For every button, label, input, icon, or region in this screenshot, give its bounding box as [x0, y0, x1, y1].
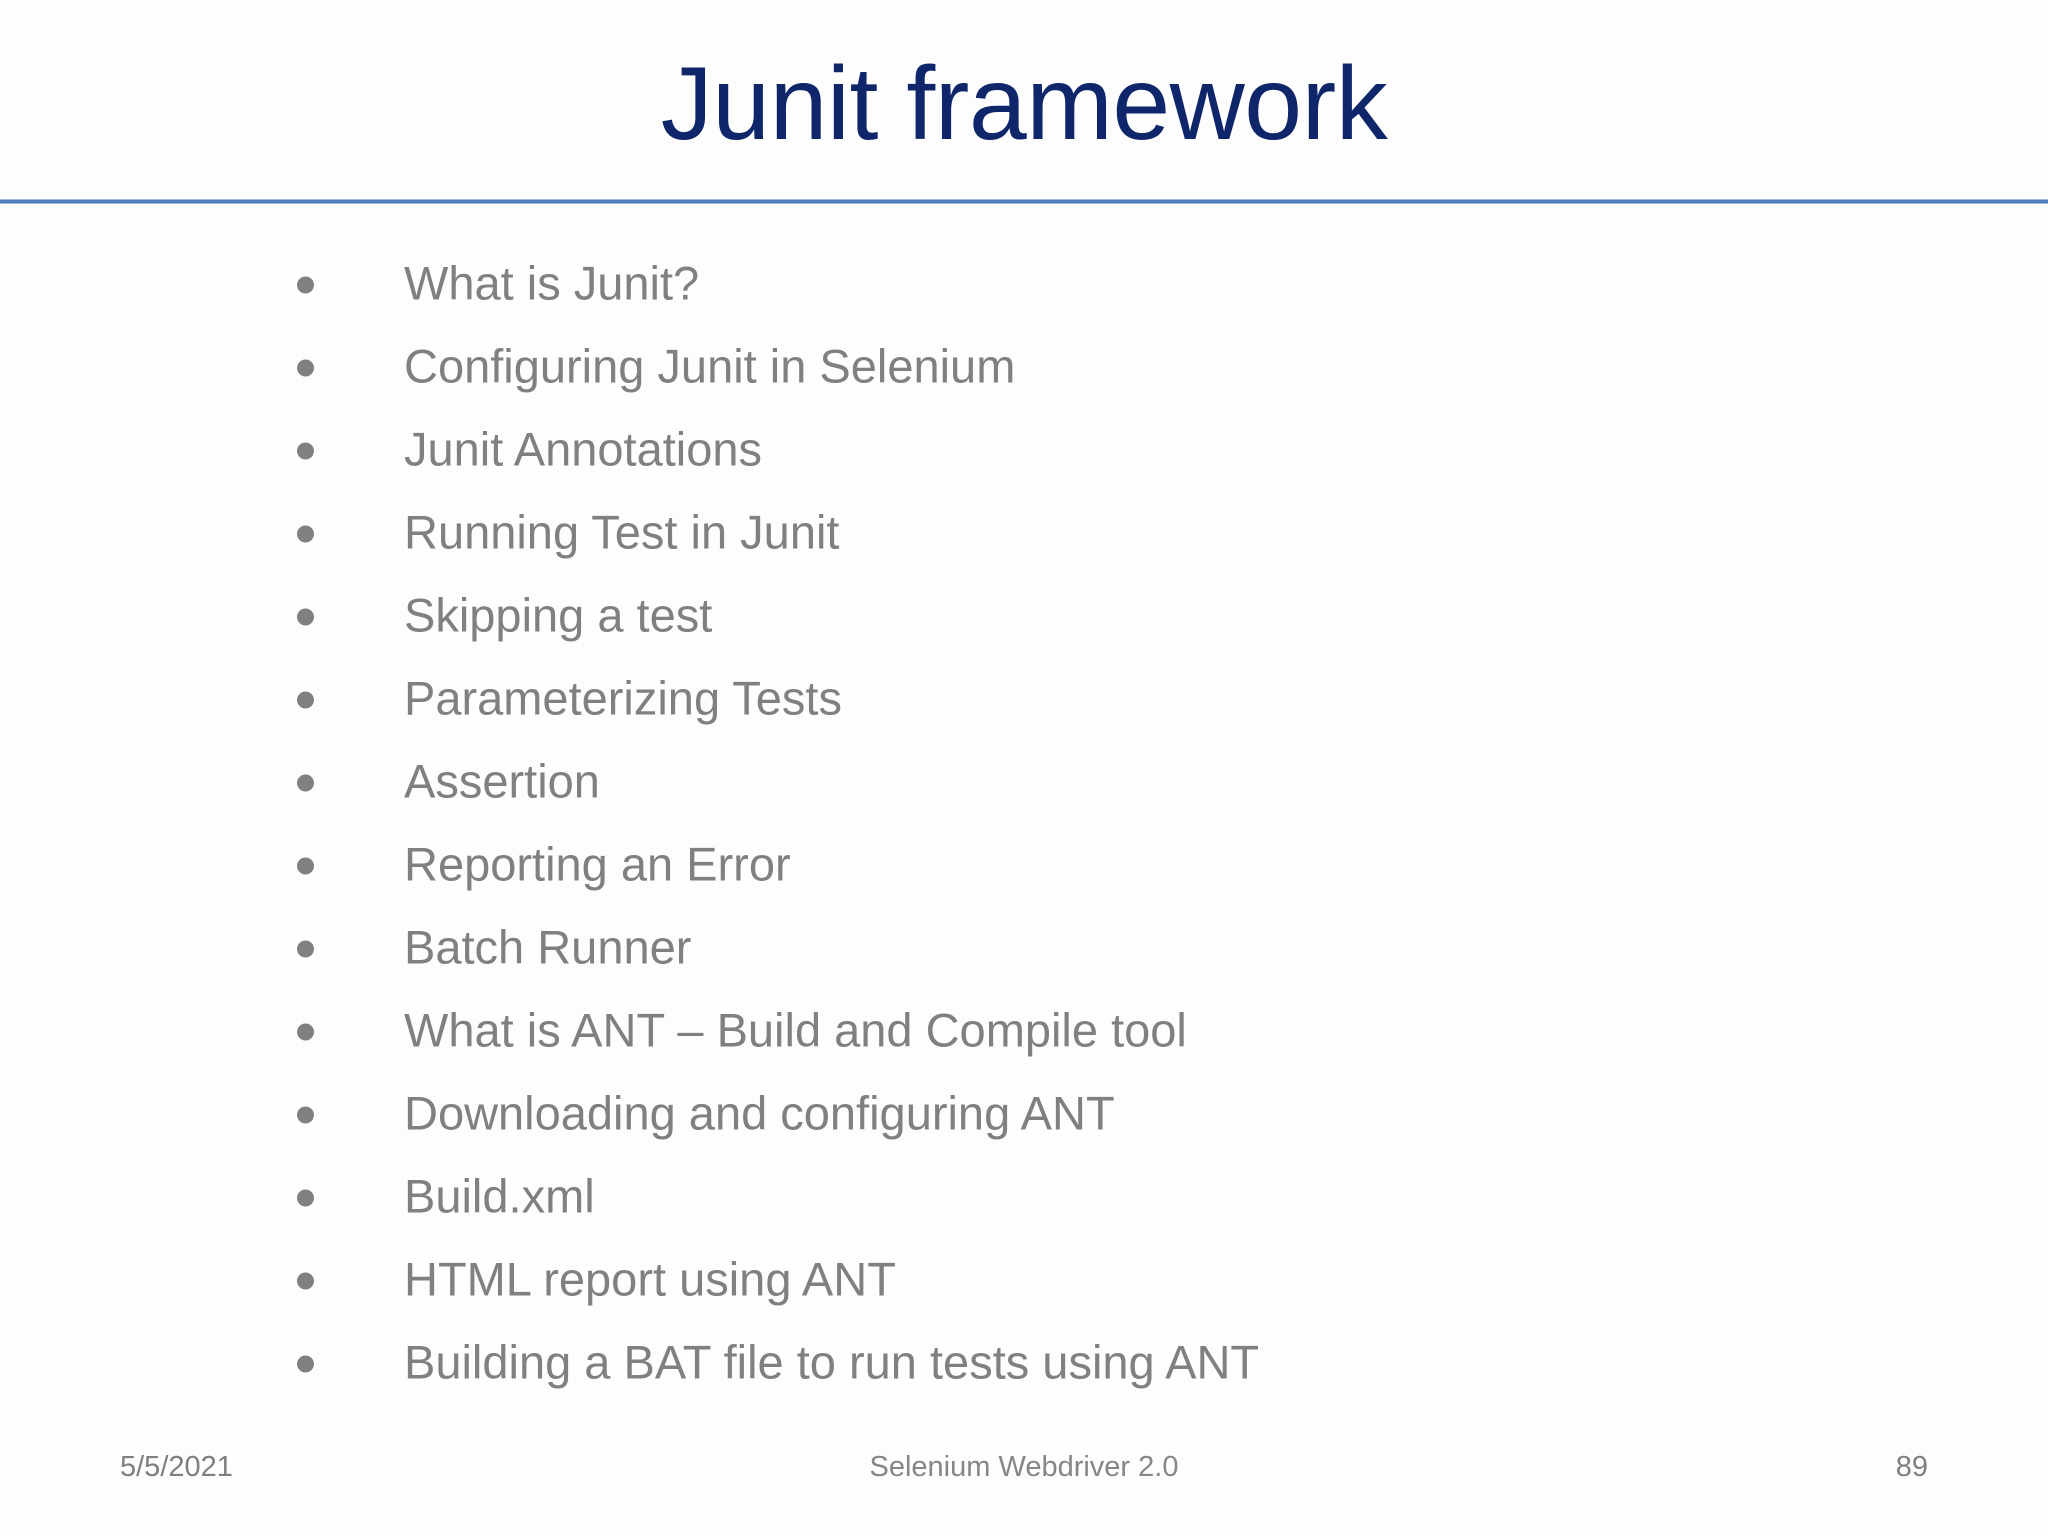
footer-date: 5/5/2021 — [120, 1451, 233, 1483]
bullet-dot-icon — [297, 1023, 314, 1040]
list-item: Parameterizing Tests — [0, 658, 2048, 741]
bullet-dot-icon — [297, 608, 314, 625]
bullet-dot-icon — [297, 1355, 314, 1372]
list-item-label: Assertion — [404, 754, 600, 808]
bullet-dot-icon — [297, 774, 314, 791]
page-title: Junit framework — [660, 46, 1388, 163]
bullet-dot-icon — [297, 1272, 314, 1289]
list-item-label: Build.xml — [404, 1169, 595, 1223]
list-item: Configuring Junit in Selenium — [0, 326, 2048, 409]
list-item-label: Reporting an Error — [404, 837, 791, 891]
list-item-label: What is ANT – Build and Compile tool — [404, 1003, 1187, 1057]
list-item: Junit Annotations — [0, 409, 2048, 492]
slide-title-placeholder: Junit framework — [0, 26, 2048, 184]
footer-title: Selenium Webdriver 2.0 — [869, 1451, 1179, 1483]
list-item-label: Batch Runner — [404, 920, 692, 974]
list-item-label: Skipping a test — [404, 588, 713, 642]
list-item-label: Building a BAT file to run tests using A… — [404, 1335, 1260, 1389]
list-item: Downloading and configuring ANT — [0, 1073, 2048, 1156]
content-placeholder: What is Junit? Configuring Junit in Sele… — [0, 243, 2048, 1405]
list-item-label: Running Test in Junit — [404, 505, 840, 559]
list-item: HTML report using ANT — [0, 1239, 2048, 1322]
bullet-dot-icon — [297, 857, 314, 874]
list-item: Skipping a test — [0, 575, 2048, 658]
list-item-label: Configuring Junit in Selenium — [404, 339, 1016, 393]
list-item: Assertion — [0, 741, 2048, 824]
list-item: Reporting an Error — [0, 824, 2048, 907]
list-item: Build.xml — [0, 1156, 2048, 1239]
bullet-dot-icon — [297, 359, 314, 376]
bullet-dot-icon — [297, 276, 314, 293]
list-item-label: Downloading and configuring ANT — [404, 1086, 1115, 1140]
bullet-dot-icon — [297, 442, 314, 459]
footer-page-number: 89 — [1895, 1451, 1928, 1483]
list-item: Batch Runner — [0, 907, 2048, 990]
title-divider — [0, 199, 2048, 204]
bullet-dot-icon — [297, 1189, 314, 1206]
bullet-dot-icon — [297, 525, 314, 542]
bullet-dot-icon — [297, 1106, 314, 1123]
list-item: What is Junit? — [0, 243, 2048, 326]
list-item-label: What is Junit? — [404, 256, 700, 310]
list-item-label: Parameterizing Tests — [404, 671, 842, 725]
bullet-dot-icon — [297, 940, 314, 957]
slide-footer: 5/5/2021 Selenium Webdriver 2.0 89 — [0, 1437, 2048, 1497]
list-item: Running Test in Junit — [0, 492, 2048, 575]
bullet-dot-icon — [297, 691, 314, 708]
list-item: Building a BAT file to run tests using A… — [0, 1322, 2048, 1405]
list-item-label: HTML report using ANT — [404, 1252, 896, 1306]
list-item: What is ANT – Build and Compile tool — [0, 990, 2048, 1073]
list-item-label: Junit Annotations — [404, 422, 762, 476]
